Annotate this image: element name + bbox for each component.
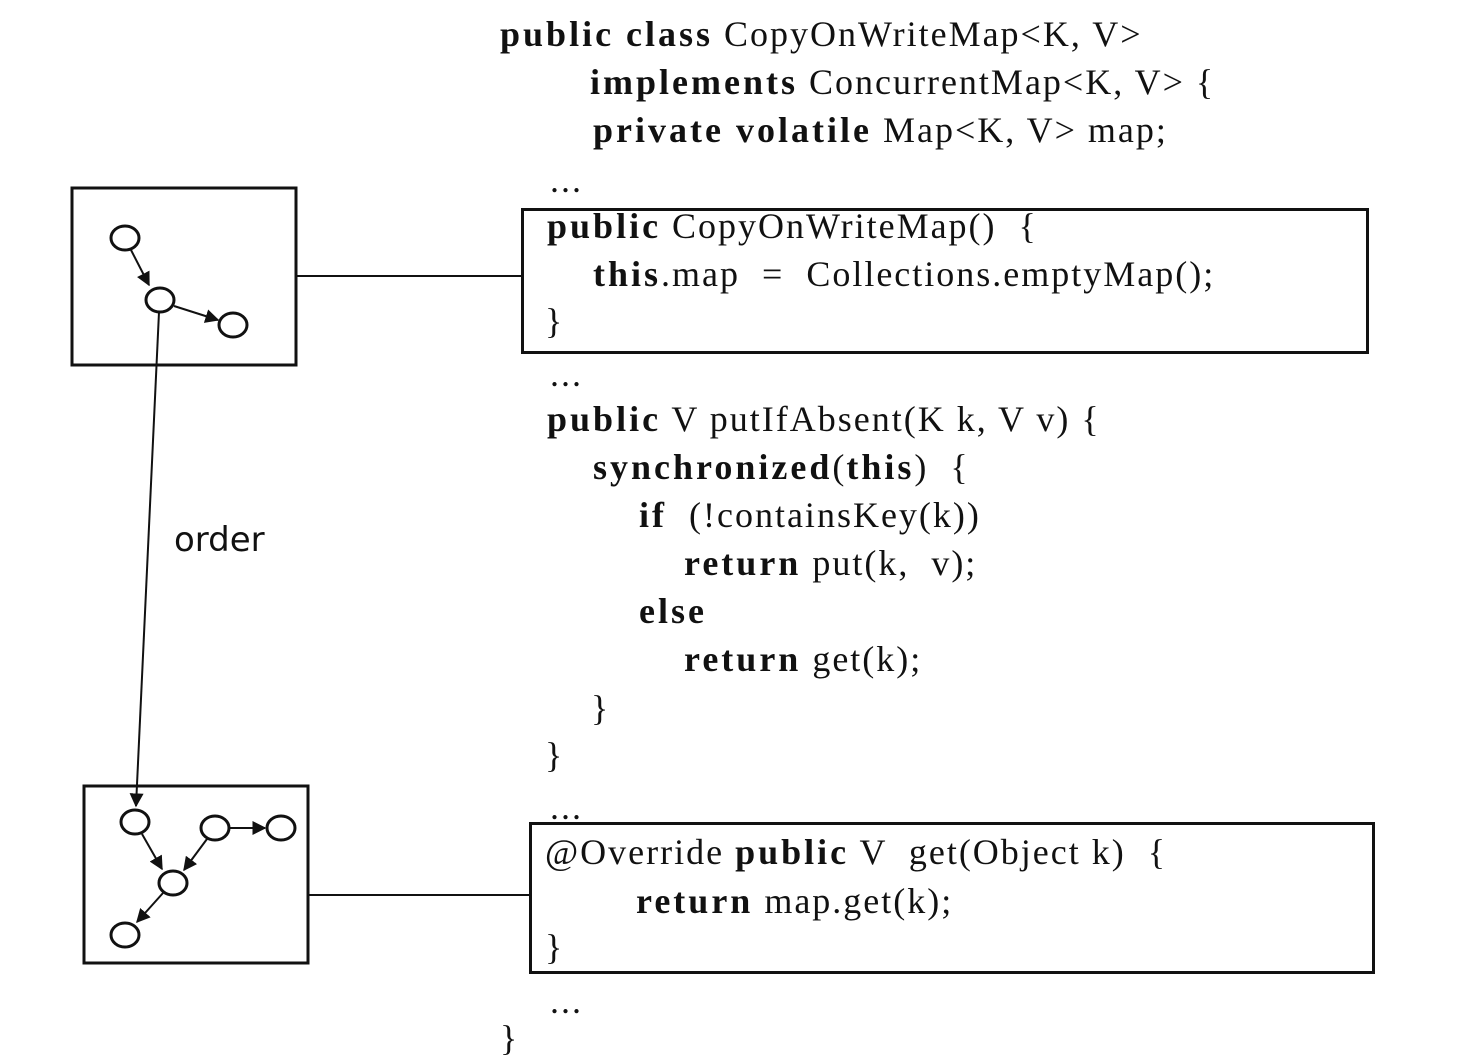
code-keyword: this xyxy=(846,447,915,487)
code-keyword: public class xyxy=(500,14,714,54)
code-text: CopyOnWriteMap<K, V> xyxy=(713,14,1143,54)
bottom-graph-node-3 xyxy=(265,814,297,842)
order-edge-label: order xyxy=(174,520,265,560)
code-text: V putIfAbsent(K k, V v) { xyxy=(661,399,1101,439)
code-line-ellipsis: ... xyxy=(550,156,583,204)
code-line-method-close: } xyxy=(545,731,564,779)
code-line-ellipsis: ... xyxy=(550,977,583,1025)
code-text: @Override xyxy=(545,832,736,872)
code-text: V get(Object k) { xyxy=(849,832,1168,872)
code-keyword: implements xyxy=(590,62,798,102)
bottom-graph-edge-1-4 xyxy=(141,833,163,871)
code-text: } xyxy=(545,735,565,775)
code-keyword: public xyxy=(547,206,662,246)
top-graph-node-3 xyxy=(217,311,249,339)
bottom-graph-node-4 xyxy=(157,869,189,897)
code-text: Map<K, V> map; xyxy=(871,110,1168,150)
code-keyword: private volatile xyxy=(593,110,872,150)
code-line-ellipsis: ... xyxy=(550,350,583,398)
code-text: } xyxy=(545,301,565,341)
code-line-field: private volatile Map<K, V> map; xyxy=(593,106,1168,154)
code-keyword: this xyxy=(593,254,662,294)
code-text: ConcurrentMap<K, V> { xyxy=(797,62,1216,102)
code-line-return-get: return get(k); xyxy=(684,635,922,683)
code-text: ... xyxy=(550,787,583,827)
code-line-implements: implements ConcurrentMap<K, V> { xyxy=(590,58,1215,106)
code-text: .map = Collections.emptyMap(); xyxy=(661,254,1216,294)
code-line-constructor: public CopyOnWriteMap() { xyxy=(547,202,1038,250)
code-line-else: else xyxy=(639,587,707,635)
code-line-constructor-close: } xyxy=(545,297,564,345)
constructor-code-box xyxy=(521,208,1369,354)
bottom-graph-node-2 xyxy=(199,814,231,842)
code-text: map.get(k); xyxy=(753,881,954,921)
code-text: ... xyxy=(550,160,583,200)
code-line-class-decl: public class CopyOnWriteMap<K, V> xyxy=(500,10,1143,58)
bottom-graph-edge-2-4 xyxy=(183,838,208,872)
top-graph-edge-1-2 xyxy=(130,249,150,287)
code-keyword: return xyxy=(684,543,802,583)
bottom-graph-node-5 xyxy=(109,921,141,949)
code-keyword: return xyxy=(684,639,802,679)
code-line-putifabsent: public V putIfAbsent(K k, V v) { xyxy=(547,395,1101,443)
code-text: put(k, v); xyxy=(801,543,978,583)
code-line-get-close: } xyxy=(545,923,564,971)
code-keyword: public xyxy=(547,399,662,439)
code-line-get-body: return map.get(k); xyxy=(636,877,953,925)
code-line-class-close: } xyxy=(500,1014,519,1062)
code-keyword: else xyxy=(639,591,707,631)
bottom-graph-node-1 xyxy=(119,808,151,836)
code-text: ( xyxy=(832,447,847,487)
code-line-sync-close: } xyxy=(591,684,610,732)
code-keyword: if xyxy=(639,495,667,535)
code-keyword: public xyxy=(735,832,850,872)
code-keyword: synchronized xyxy=(593,447,833,487)
code-text: CopyOnWriteMap() { xyxy=(661,206,1038,246)
code-line-return-put: return put(k, v); xyxy=(684,539,977,587)
code-line-ellipsis: ... xyxy=(550,783,583,831)
code-text: ... xyxy=(550,354,583,394)
code-text: get(k); xyxy=(801,639,923,679)
code-line-constructor-body: this.map = Collections.emptyMap(); xyxy=(593,250,1215,298)
code-text: } xyxy=(500,1018,520,1058)
code-text: } xyxy=(591,688,611,728)
top-graph-node-1 xyxy=(109,224,141,252)
get-method-code-box xyxy=(529,822,1375,974)
code-text: (!containsKey(k)) xyxy=(667,495,981,535)
diagram-canvas xyxy=(70,186,530,965)
top-graph-edge-2-3 xyxy=(173,305,220,323)
code-text: ) { xyxy=(914,447,970,487)
code-keyword: return xyxy=(636,881,754,921)
top-graph-box xyxy=(70,186,298,367)
top-graph-node-2 xyxy=(144,286,176,314)
order-edge xyxy=(129,311,160,808)
code-text: } xyxy=(545,927,565,967)
code-line-if: if (!containsKey(k)) xyxy=(639,491,981,539)
bottom-graph-edge-4-5 xyxy=(136,892,164,924)
code-line-get-decl: @Override public V get(Object k) { xyxy=(545,828,1167,876)
code-text: ... xyxy=(550,981,583,1021)
bottom-graph-box xyxy=(82,784,310,965)
code-line-synchronized: synchronized(this) { xyxy=(593,443,970,491)
